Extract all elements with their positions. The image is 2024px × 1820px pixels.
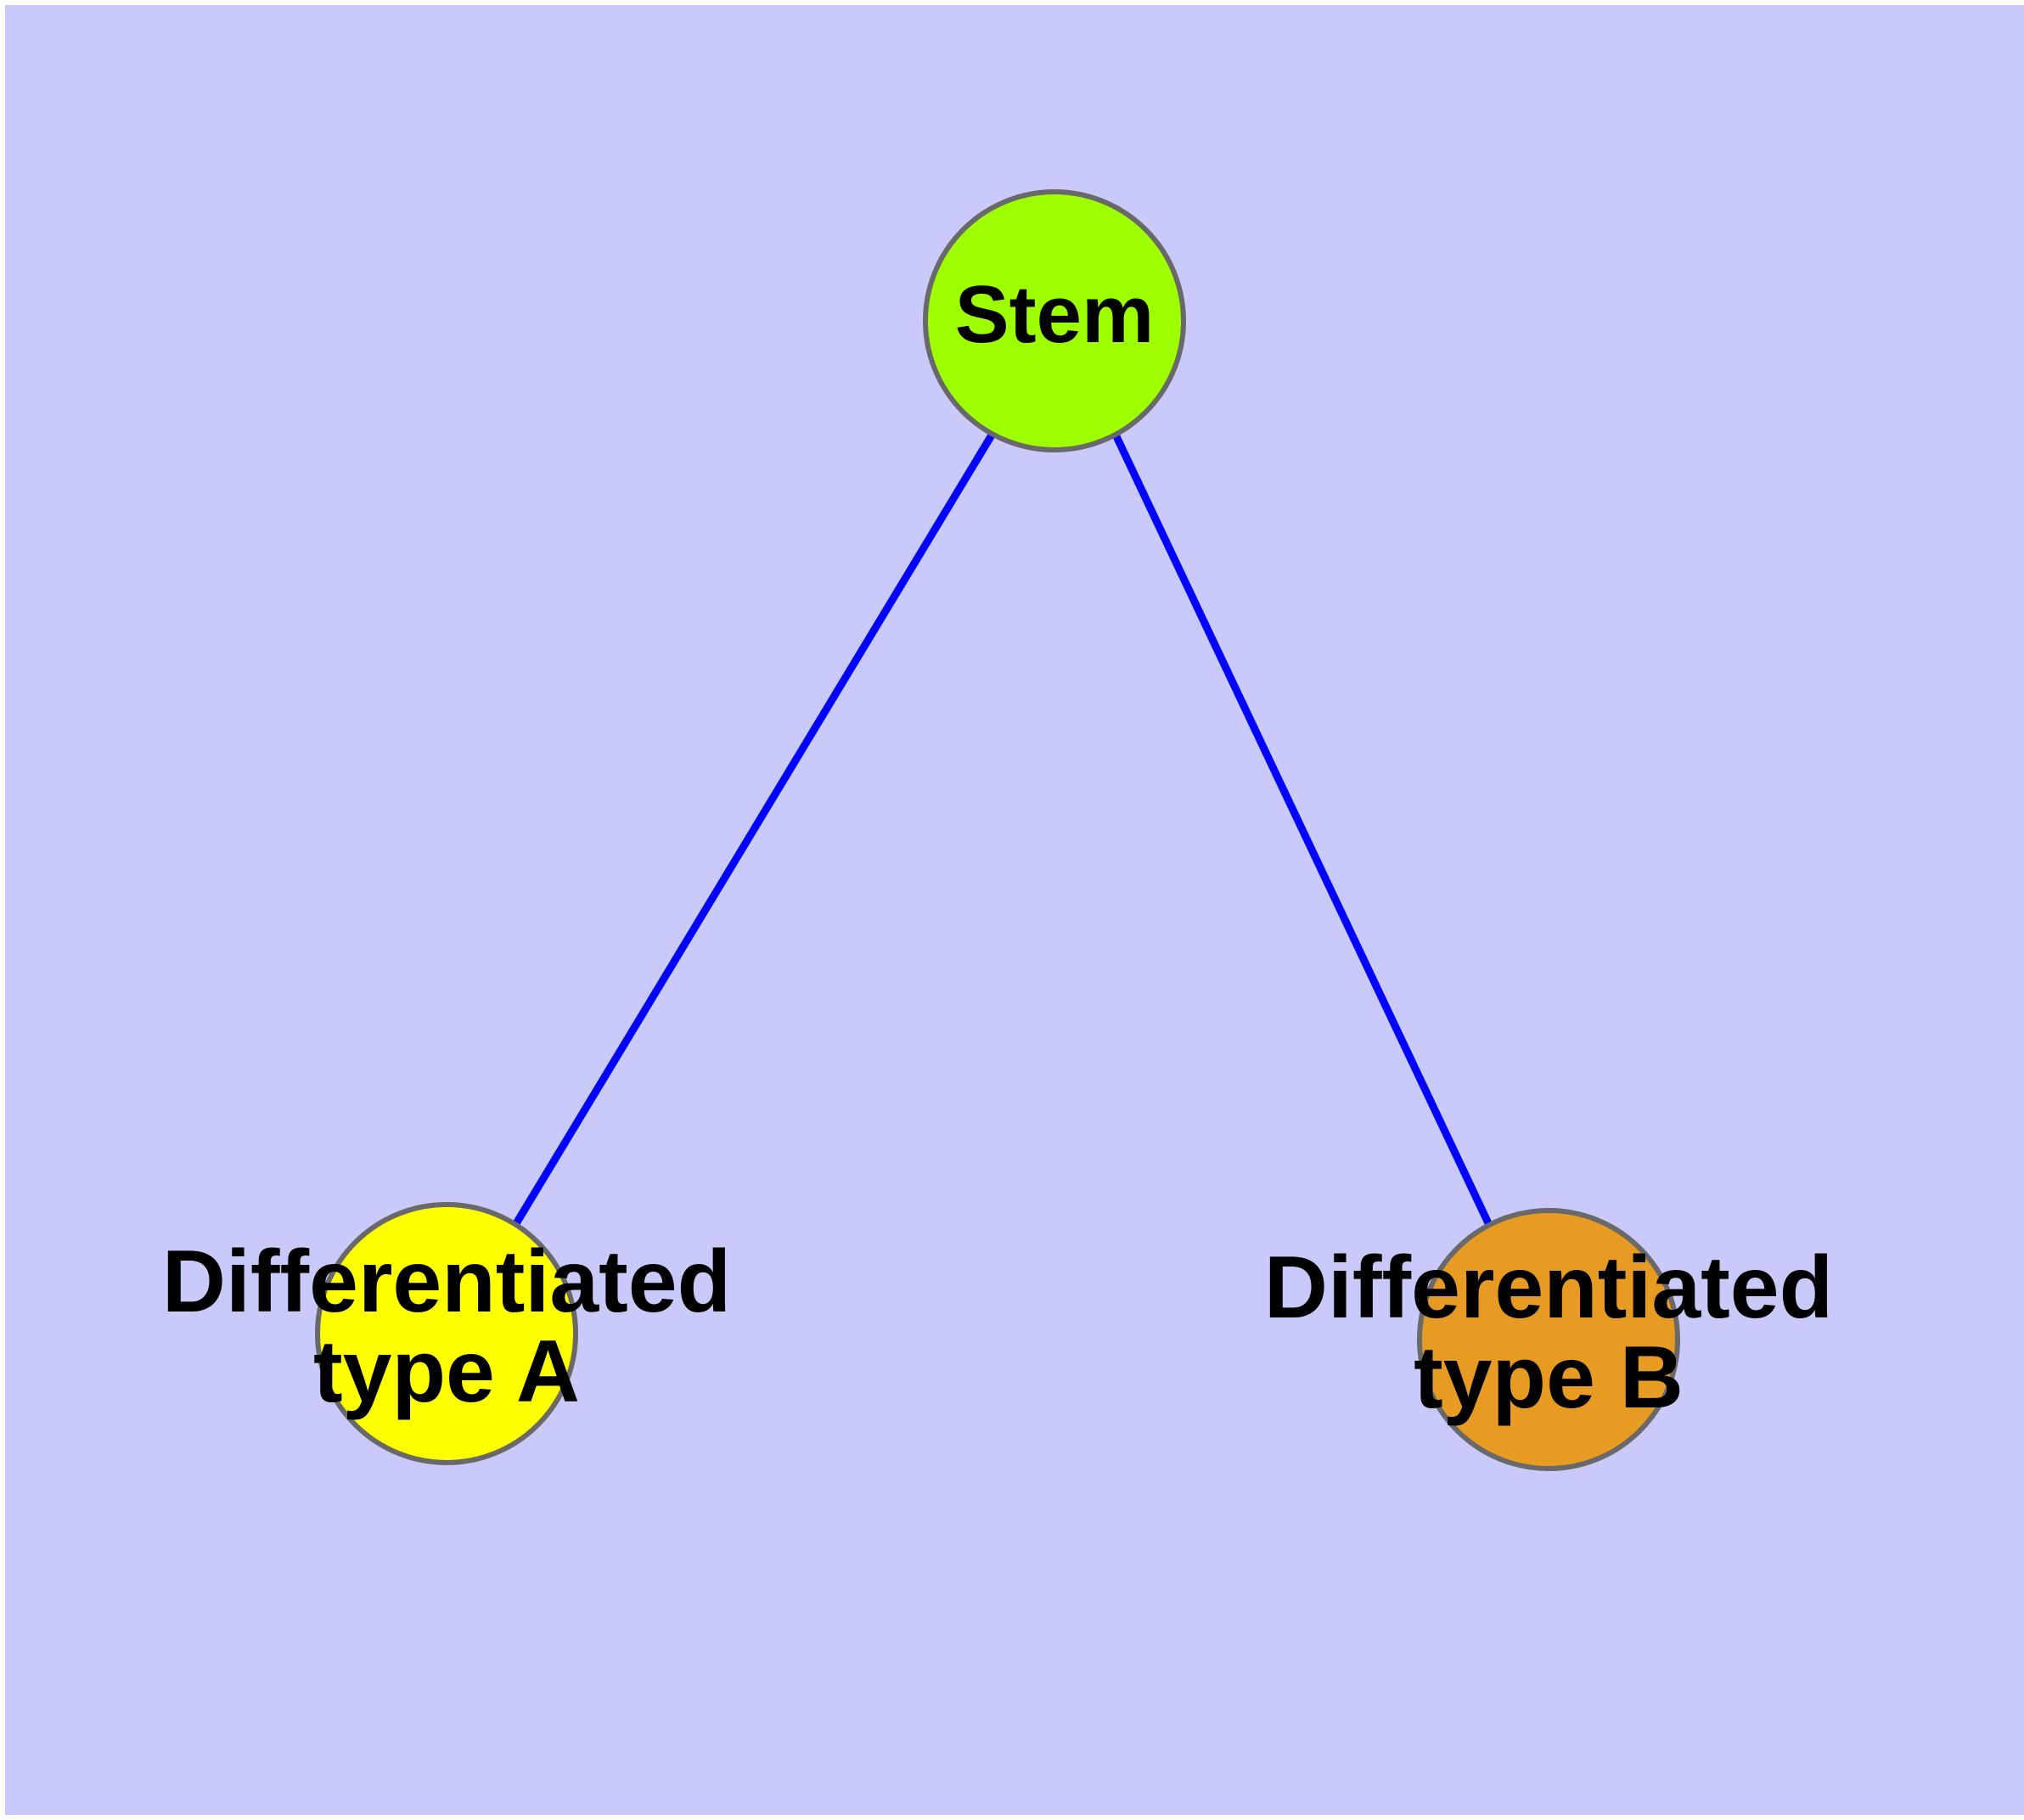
node-label-line: type A: [313, 1323, 580, 1422]
node-stem[interactable]: [923, 189, 1186, 452]
node-differentiated-type-a[interactable]: [315, 1202, 578, 1465]
node-differentiated-type-b[interactable]: [1417, 1208, 1680, 1471]
node-stem-label: Stem: [955, 269, 1155, 360]
edge-layer: [512, 431, 1493, 1227]
node-stem-circle[interactable]: [923, 189, 1186, 452]
edge-stem-to-differentiated-type-b[interactable]: [1111, 433, 1493, 1227]
node-label-line: Differentiated: [162, 1233, 731, 1331]
node-label-line: Stem: [955, 269, 1155, 360]
node-differentiated-type-b-circle[interactable]: [1417, 1208, 1680, 1471]
node-label-line: Differentiated: [1264, 1239, 1833, 1337]
node-layer: [315, 189, 1680, 1471]
node-label-line: type B: [1414, 1329, 1684, 1428]
node-differentiated-type-a-circle[interactable]: [315, 1202, 578, 1465]
edge-stem-to-differentiated-type-a[interactable]: [512, 431, 996, 1227]
